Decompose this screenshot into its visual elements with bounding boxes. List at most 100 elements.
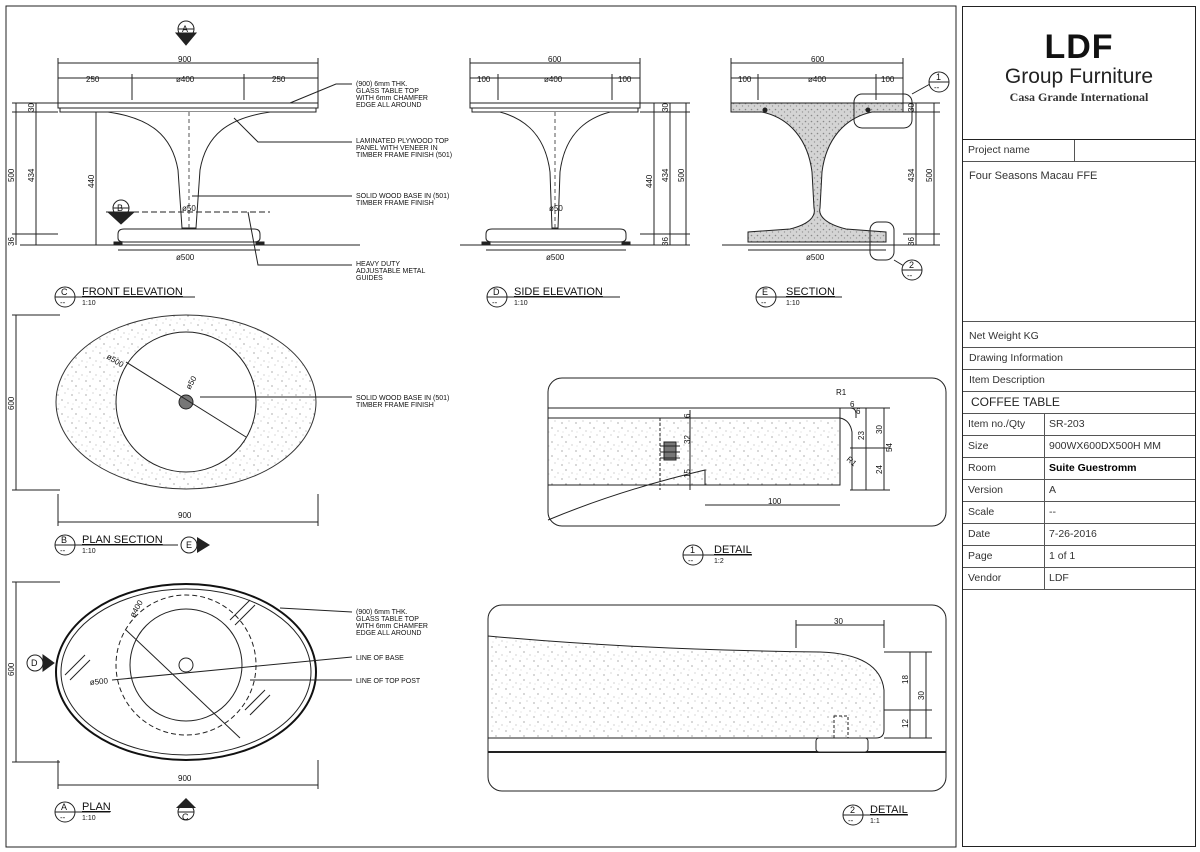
field-label: Date [963, 524, 1045, 545]
detail-marker-2-num: 2 [909, 260, 914, 270]
view-front-name: FRONT ELEVATION [82, 286, 183, 298]
dim-front-base: ø500 [176, 253, 195, 262]
field-label: Vendor [963, 568, 1045, 589]
note-glides-1: HEAVY DUTY [356, 261, 400, 268]
note-ps-base-2: TIMBER FRAME FINISH [356, 402, 434, 409]
marker-d-letter: D [31, 658, 38, 668]
view-front-sheet: -- [60, 298, 66, 307]
detail-2-view [487, 604, 947, 792]
field-label: Page [963, 546, 1045, 567]
view-d1-num: 1 [690, 545, 695, 555]
section-marker-c: C [176, 798, 196, 822]
view-ps-letter: B [61, 535, 67, 545]
dim-front-total: 900 [178, 55, 192, 64]
dim-d1-h: 100 [768, 497, 782, 506]
plan-section-view [12, 314, 352, 526]
logo-subtitle: Group Furniture [1004, 65, 1154, 88]
field-value: Suite Guestromm [1049, 462, 1137, 474]
note-glides-3: GUIDES [356, 275, 383, 282]
view-ps-sheet: -- [60, 546, 66, 555]
field-value: SR-203 [1049, 418, 1085, 430]
view-side-letter: D [493, 287, 500, 297]
view-section-sheet: -- [761, 298, 767, 307]
view-title-front: C -- FRONT ELEVATION 1:10 [54, 286, 195, 308]
field-value: LDF [1049, 572, 1069, 584]
dim-ps-width: 900 [178, 511, 192, 520]
field-row-page: Page 1 of 1 [963, 546, 1195, 568]
side-elevation-view [460, 58, 690, 251]
marker-e-letter: E [186, 540, 192, 550]
dim-sec-base: ø500 [806, 253, 825, 262]
note-plan-glass-2: GLASS TABLE TOP [356, 616, 419, 623]
field-row-room: Room Suite Guestromm [963, 458, 1195, 480]
note-glass-2: GLASS TABLE TOP [356, 88, 419, 95]
dim-sec-h36: 36 [907, 237, 916, 246]
note-glides-2: ADJUSTABLE METAL [356, 268, 425, 275]
view-side-scale: 1:10 [514, 300, 528, 307]
marker-c-letter: C [182, 812, 189, 822]
dim-front-left: 250 [86, 75, 100, 84]
dim-d2-h12: 12 [901, 719, 910, 728]
field-row-version: Version A [963, 480, 1195, 502]
field-value: 900WX600DX500H MM [1049, 440, 1162, 452]
dim-front-right: 250 [272, 75, 286, 84]
dim-sec-right: 100 [881, 75, 895, 84]
field-value: 1 of 1 [1049, 550, 1076, 562]
section-marker-d [26, 654, 55, 672]
dim-plan-depth: 600 [7, 662, 16, 676]
item-description-label: Item Description [963, 370, 1195, 392]
dim-d1-g: 24 [875, 465, 884, 474]
project-name-row: Project name [963, 140, 1195, 162]
dim-d1-b: 32 [683, 435, 692, 444]
dim-d1-f: 54 [885, 443, 894, 452]
dim-d1-r1-top: R1 [836, 388, 847, 397]
dim-side-h36: 36 [661, 237, 670, 246]
view-ps-name: PLAN SECTION [82, 534, 163, 546]
dim-d1-j: 6 [856, 407, 861, 416]
front-elevation-view [12, 20, 360, 266]
drawing-information: Drawing Information [963, 348, 1195, 370]
dim-d2-w: 30 [834, 617, 843, 626]
detail-1-dims: R1 6 6 32 15 23 30 54 24 100 R1 6 [683, 388, 894, 506]
note-ps-base-1: SOLID WOOD BASE IN (501) [356, 395, 449, 402]
dim-ps-depth: 600 [7, 396, 16, 410]
view-section-scale: 1:10 [786, 300, 800, 307]
note-base-1: SOLID WOOD BASE IN (501) [356, 193, 449, 200]
section-dims: 600 100 ø400 100 434 500 30 36 ø500 1 --… [738, 55, 941, 280]
note-base-2: TIMBER FRAME FINISH [356, 200, 434, 207]
net-weight: Net Weight KG [963, 322, 1195, 348]
project-name-value: Four Seasons Macau FFE [963, 162, 1195, 322]
view-d2-num: 2 [850, 805, 855, 815]
dim-side-left: 100 [477, 75, 491, 84]
field-label: Item no./Qty [963, 414, 1045, 435]
dim-sec-total: 600 [811, 55, 825, 64]
view-title-section: E -- SECTION 1:10 [755, 286, 842, 308]
drawing-sheet: 900 250 ø400 250 500 434 440 30 36 ø500 … [5, 5, 957, 848]
note-glass-3: WITH 6mm CHAMFER [356, 95, 428, 102]
view-d1-scale: 1:2 [714, 558, 724, 565]
dim-side-base: ø500 [546, 253, 565, 262]
field-label: Size [963, 436, 1045, 457]
item-description-value: COFFEE TABLE [963, 392, 1195, 414]
view-d2-name: DETAIL [870, 804, 908, 816]
dim-side-h500: 500 [677, 168, 686, 182]
note-plan-base-line: LINE OF BASE [356, 655, 404, 662]
note-glass-4: EDGE ALL AROUND [356, 102, 422, 109]
note-plan-glass-3: WITH 6mm CHAMFER [356, 623, 428, 630]
view-d2-scale: 1:1 [870, 818, 880, 825]
dim-front-h434: 434 [27, 168, 36, 182]
dim-d1-a: 6 [683, 413, 692, 418]
field-value: 7-26-2016 [1049, 528, 1097, 540]
note-plan-glass-1: (900) 6mm THK. [356, 609, 408, 616]
dim-front-mid: ø400 [176, 75, 195, 84]
section-marker-a-top [174, 20, 198, 46]
marker-a-top-letter: A [182, 24, 188, 34]
dim-d1-c: 15 [683, 469, 692, 478]
dim-front-h500: 500 [7, 168, 16, 182]
view-section-letter: E [762, 287, 768, 297]
dim-sec-left: 100 [738, 75, 752, 84]
marker-b-letter: B [117, 203, 123, 213]
view-title-plan-section: B -- PLAN SECTION 1:10 E [54, 534, 210, 556]
logo-subtitle-2: Casa Grande International [1009, 90, 1149, 104]
note-plywood-3: TIMBER FRAME FINISH (501) [356, 152, 452, 159]
